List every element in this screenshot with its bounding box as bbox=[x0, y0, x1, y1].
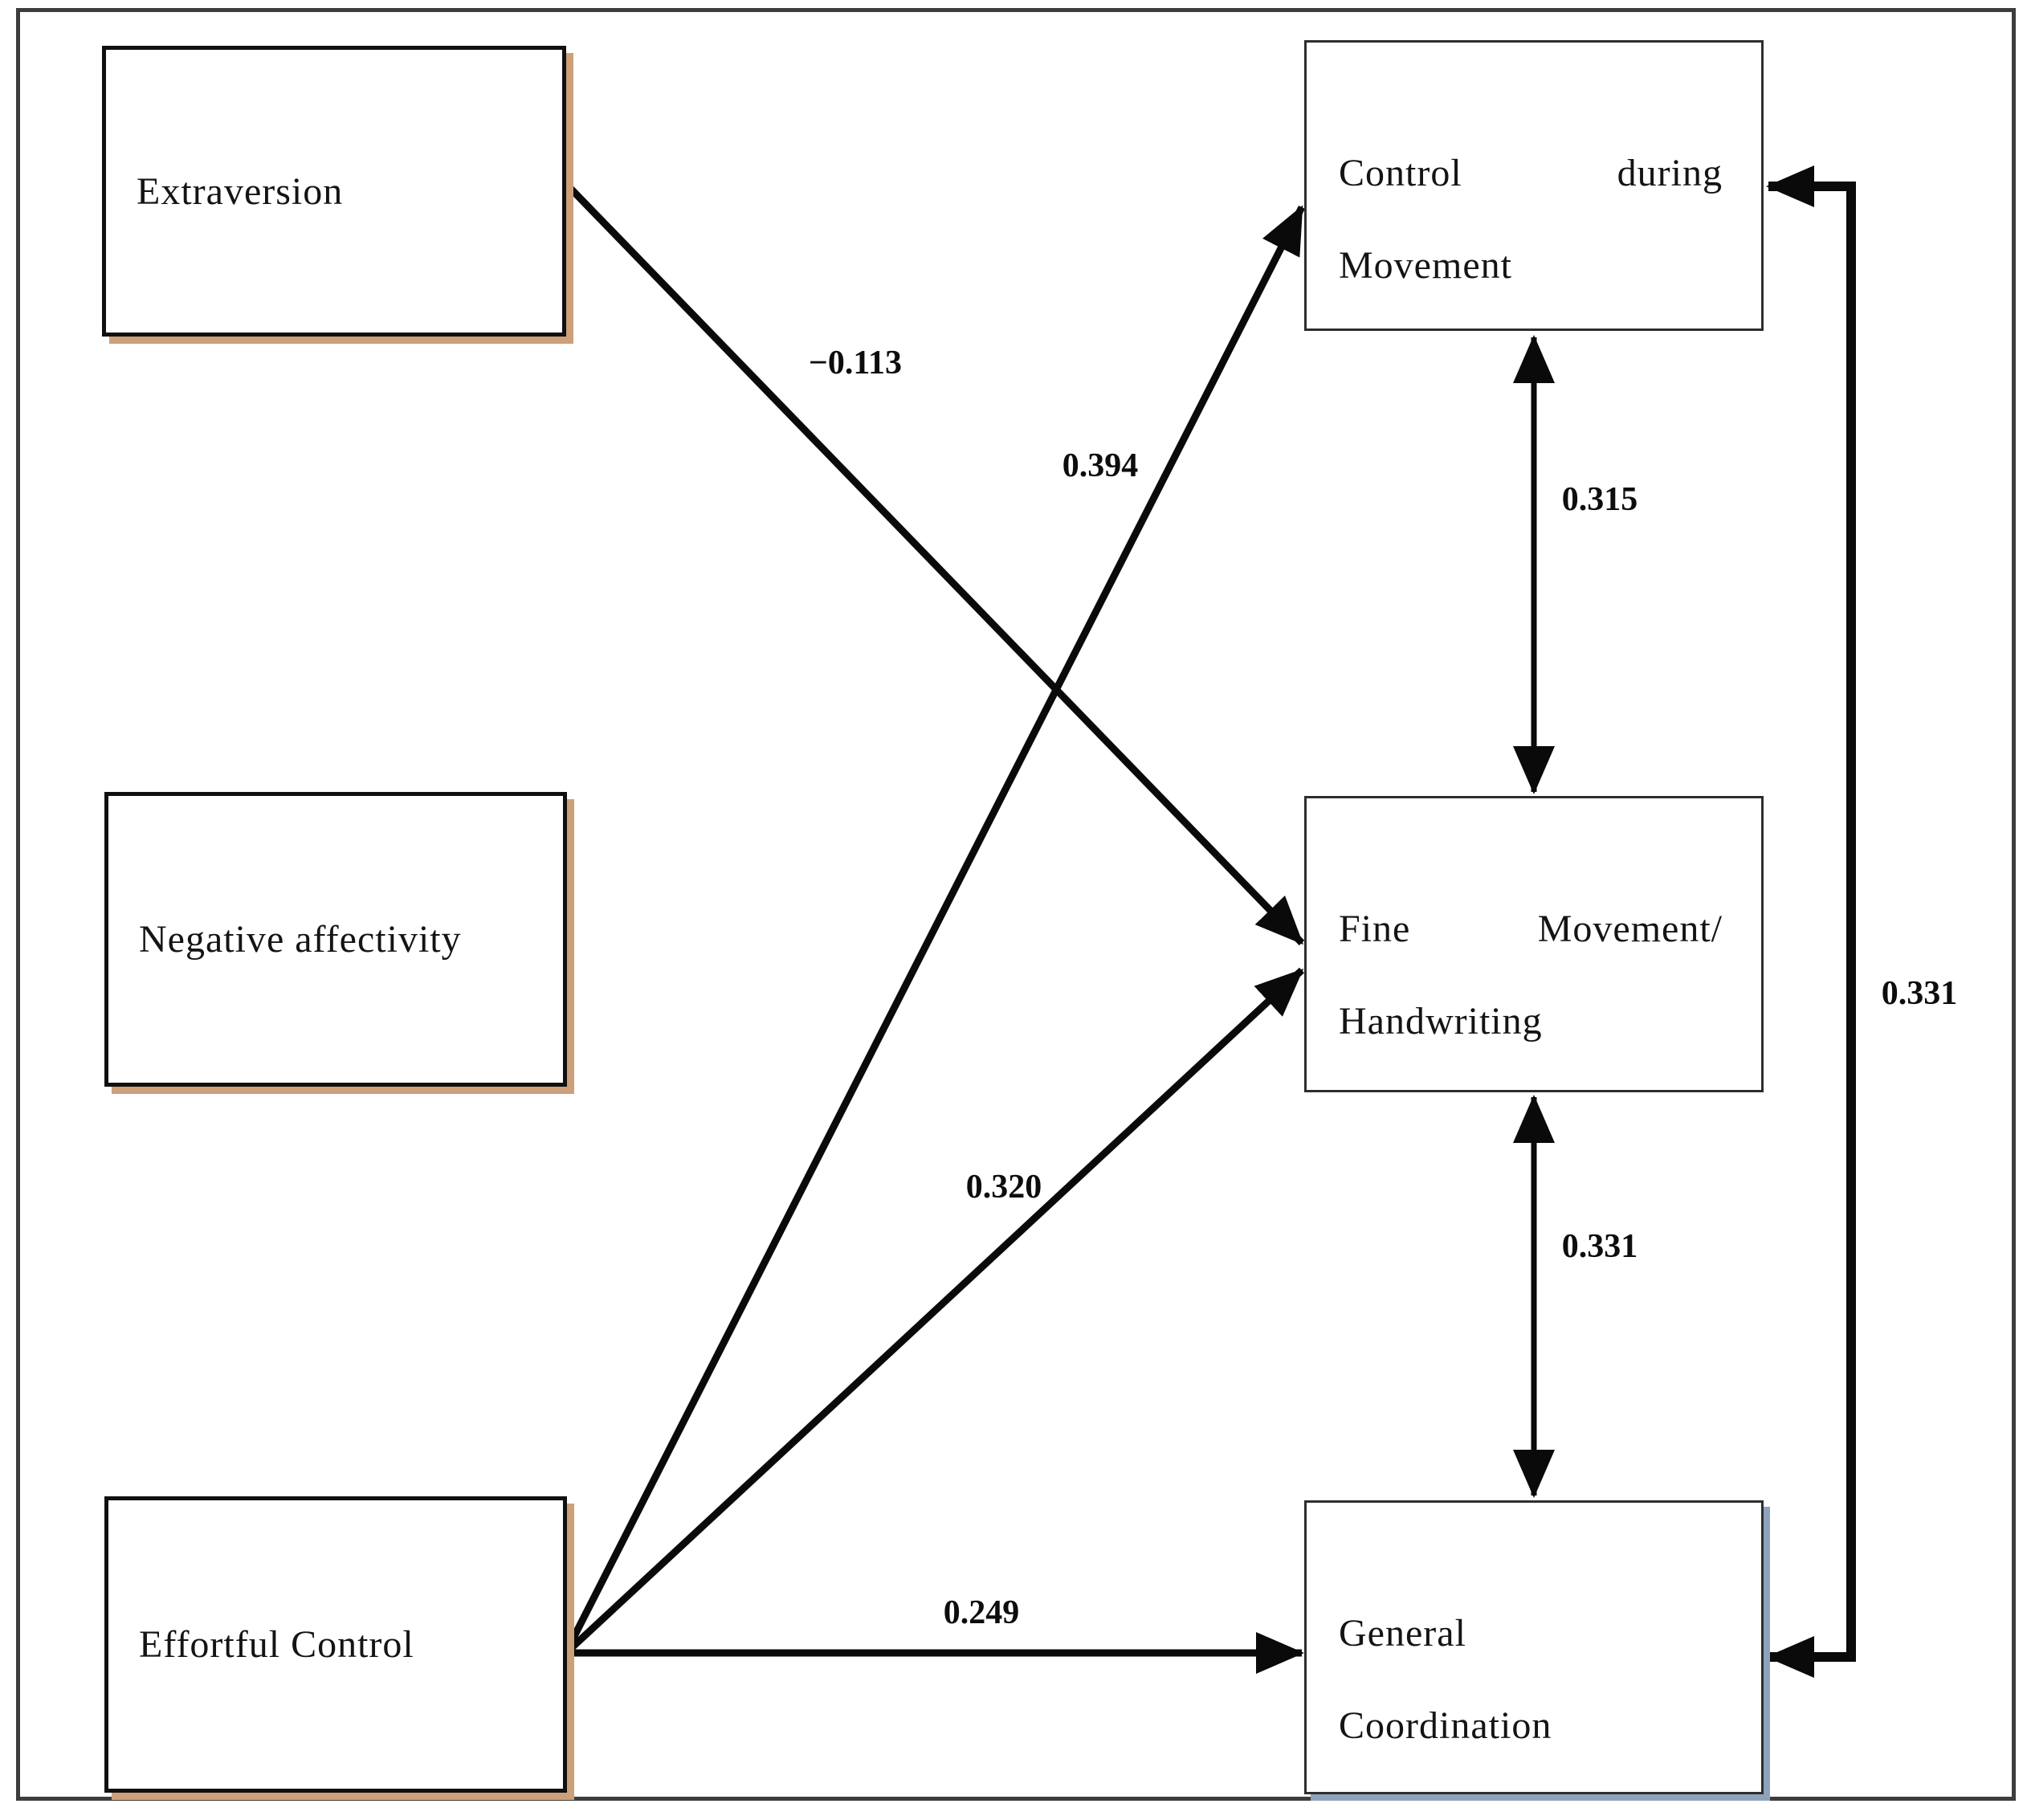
edge-control-general-covariance-arrow bbox=[1766, 165, 1856, 1678]
node-general-label-word3: Coordination bbox=[1339, 1704, 1552, 1747]
node-control-during-movement: Control during Movement bbox=[1304, 40, 1764, 331]
coefficient-control-fine-covariance: 0.315 bbox=[1561, 481, 1638, 518]
outer-frame bbox=[16, 8, 2016, 1801]
node-extraversion-label: Extraversion bbox=[137, 169, 344, 213]
coefficient-effortful-general: 0.249 bbox=[943, 1594, 1020, 1631]
node-general-label-word1: General bbox=[1339, 1612, 1466, 1655]
coefficient-effortful-control: 0.394 bbox=[1062, 447, 1139, 484]
node-extraversion: Extraversion bbox=[102, 46, 566, 337]
node-general-coordination: General Coordination bbox=[1304, 1500, 1764, 1794]
edge-extraversion-to-fine-arrow bbox=[564, 182, 1305, 946]
node-control-label-word3: Movement bbox=[1339, 244, 1512, 287]
node-control-label-word2: during bbox=[1617, 152, 1723, 194]
node-negative-affectivity: Negative affectivity bbox=[104, 792, 567, 1087]
node-fine-movement-handwriting: Fine Movement/ Handwriting bbox=[1304, 796, 1764, 1092]
coefficient-effortful-fine: 0.320 bbox=[965, 1169, 1042, 1206]
node-fine-label-word3: Handwriting bbox=[1339, 1000, 1543, 1043]
node-effortful-control: Effortful Control bbox=[104, 1496, 567, 1793]
edge-effortful-to-control-arrow bbox=[563, 205, 1306, 1653]
node-fine-label-word1: Fine bbox=[1339, 908, 1411, 950]
edge-effortful-to-fine-arrow bbox=[564, 967, 1305, 1655]
coefficient-extraversion-fine: −0.113 bbox=[808, 345, 903, 382]
coefficient-control-general-covariance: 0.331 bbox=[1881, 975, 1958, 1012]
node-negative-affectivity-label: Negative affectivity bbox=[139, 918, 462, 961]
node-effortful-control-label: Effortful Control bbox=[139, 1623, 414, 1666]
coefficient-fine-general-covariance: 0.331 bbox=[1561, 1228, 1638, 1265]
node-control-label-word1: Control bbox=[1339, 152, 1462, 194]
node-fine-label-word2: Movement/ bbox=[1537, 908, 1723, 950]
